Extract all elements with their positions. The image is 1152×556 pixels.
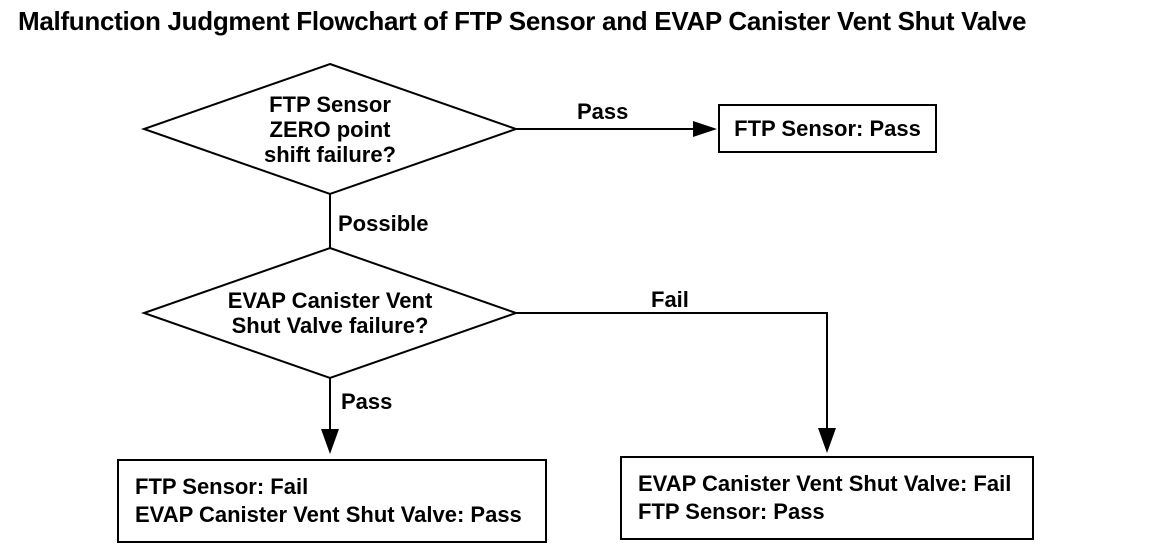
edge-label-fail: Fail bbox=[651, 287, 689, 312]
edge-fail-arrowhead bbox=[818, 428, 836, 453]
diagram-title: Malfunction Judgment Flowchart of FTP Se… bbox=[18, 6, 1027, 36]
result-box-evap-fail-ftp-pass: EVAP Canister Vent Shut Valve: Fail FTP … bbox=[620, 456, 1034, 540]
edge-pass-top-arrowhead bbox=[693, 121, 717, 137]
decision-label-ftp-zero: FTP Sensor ZERO point shift failure? bbox=[180, 92, 480, 167]
decision-line: Shut Valve failure? bbox=[231, 313, 429, 338]
result-line: EVAP Canister Vent Shut Valve: Pass bbox=[135, 502, 522, 527]
result-line: FTP Sensor: Pass bbox=[638, 499, 825, 524]
decision-label-evap-valve: EVAP Canister Vent Shut Valve failure? bbox=[155, 288, 505, 338]
decision-line: FTP Sensor bbox=[269, 92, 391, 117]
edge-label-pass-top: Pass bbox=[577, 99, 629, 124]
result-box-ftp-fail-evap-pass: FTP Sensor: Fail EVAP Canister Vent Shut… bbox=[117, 459, 547, 543]
edge-label-possible: Possible bbox=[338, 211, 429, 236]
decision-line: EVAP Canister Vent bbox=[227, 288, 433, 313]
decision-line: ZERO point bbox=[269, 117, 391, 142]
result-line: FTP Sensor: Fail bbox=[135, 474, 309, 499]
result-line: EVAP Canister Vent Shut Valve: Fail bbox=[638, 471, 1012, 496]
result-line: FTP Sensor: Pass bbox=[734, 115, 921, 141]
edge-label-pass-bottom: Pass bbox=[341, 389, 393, 414]
edge-pass-bottom-arrowhead bbox=[321, 429, 339, 454]
decision-line: shift failure? bbox=[263, 142, 396, 167]
edge-fail-line bbox=[516, 312, 828, 429]
result-box-ftp-sensor-pass: FTP Sensor: Pass bbox=[718, 104, 937, 153]
